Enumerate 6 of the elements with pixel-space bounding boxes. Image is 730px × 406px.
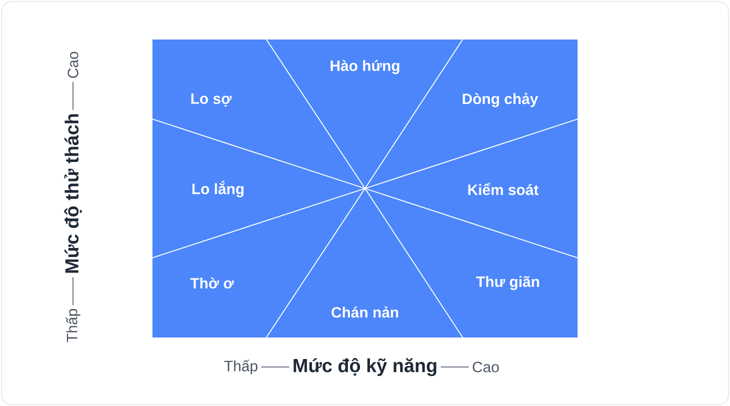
axis-end-label: Thấp xyxy=(224,360,258,374)
axis-end-label: Cao xyxy=(68,52,78,78)
axis-end-label: Cao xyxy=(472,362,499,372)
axis-title: Mức độ kỹ năng xyxy=(294,358,436,376)
axis-end-label: Thấp xyxy=(66,309,80,342)
axis-title: Mức độ thử thách xyxy=(64,114,82,273)
